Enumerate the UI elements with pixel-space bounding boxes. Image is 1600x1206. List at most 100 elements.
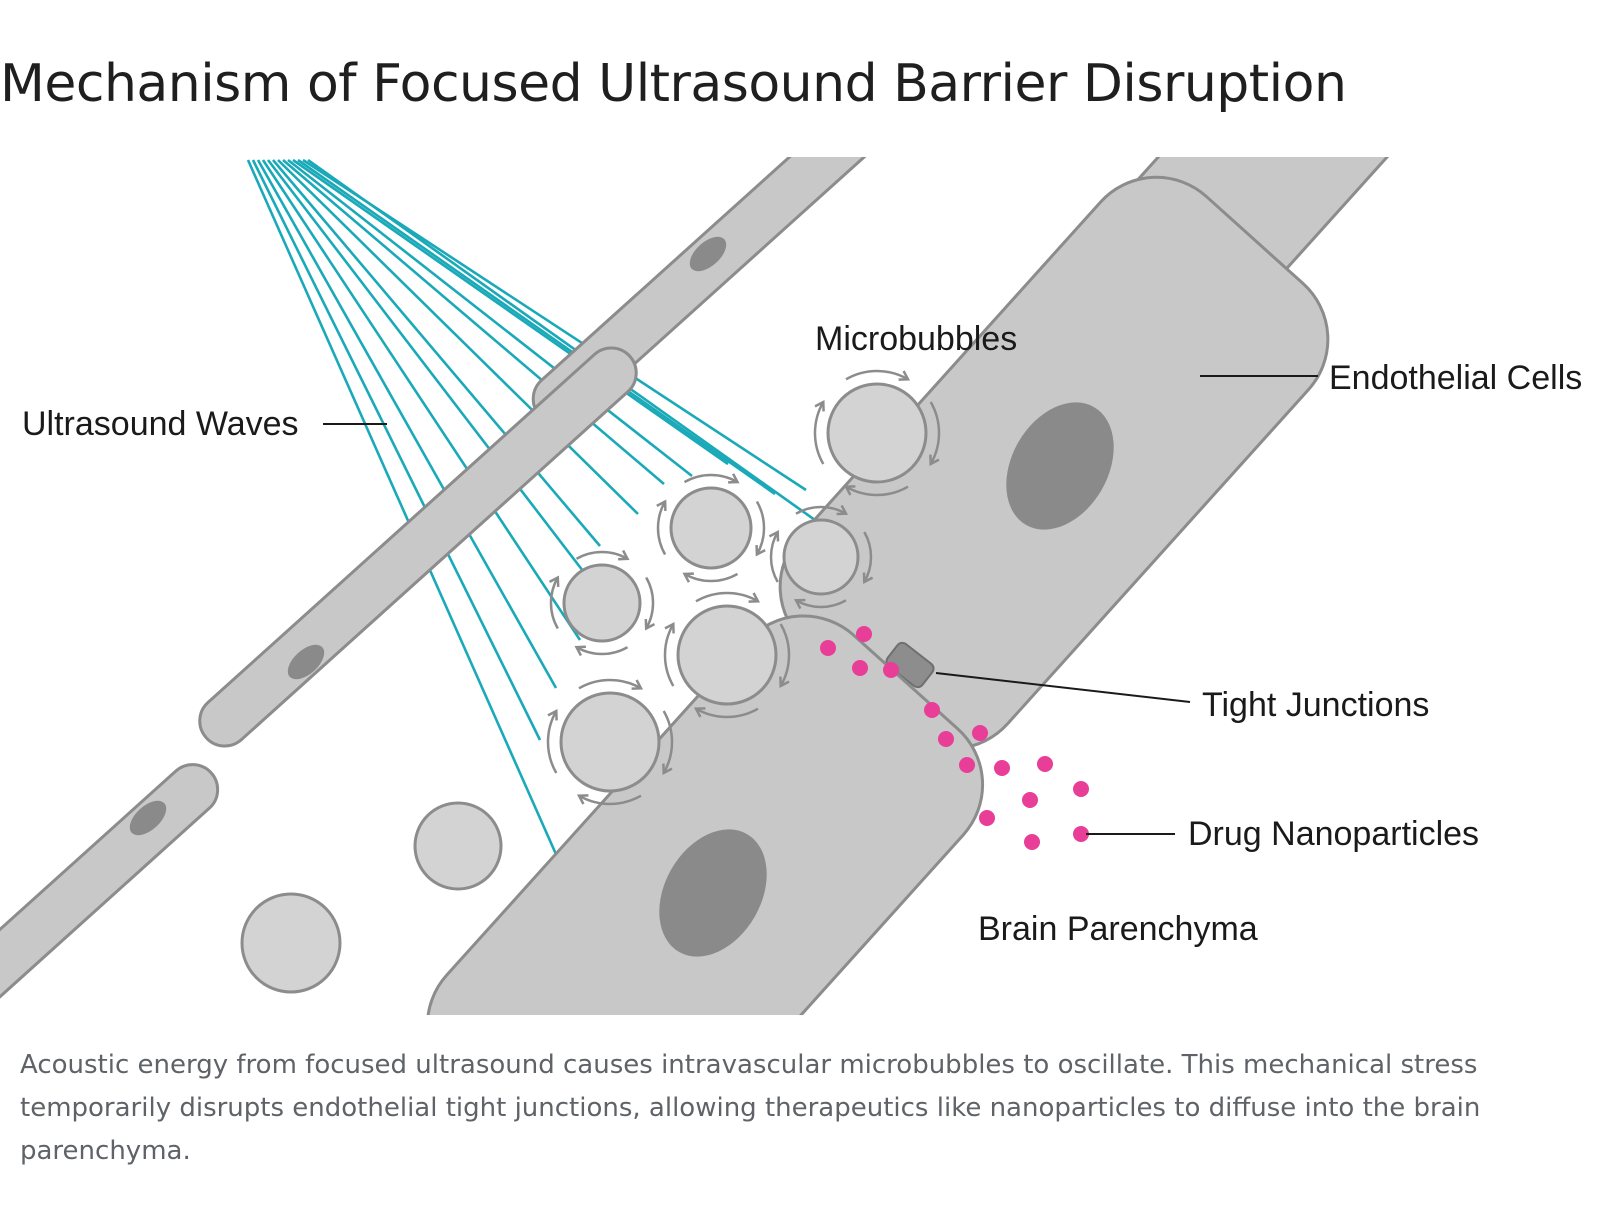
microbubble [240, 892, 342, 994]
ultrasound-wave-line [261, 159, 582, 641]
ultrasound-wave-line [272, 159, 601, 547]
oscillation-arrow [845, 369, 909, 381]
capillary-segment-bottom [0, 763, 220, 1015]
oscillation-arrow-head [768, 529, 780, 542]
drug-nanoparticle [938, 731, 954, 747]
page-title: Mechanism of Focused Ultrasound Barrier … [0, 54, 1347, 114]
oscillation-arrow [929, 401, 941, 465]
oscillation-arrow [578, 678, 642, 690]
oscillation-arrow-head [728, 473, 740, 484]
microbubble-circle [676, 604, 778, 706]
oscillation-arrow-head [693, 707, 706, 718]
endothelial-nucleus [659, 829, 767, 957]
microbubble-circle [669, 486, 753, 570]
oscillation-arrow-head [662, 763, 673, 776]
microbubble [548, 549, 656, 657]
drug-nanoparticle [1073, 781, 1089, 797]
endothelial-cells [425, 157, 1451, 1015]
capillary-nucleus [129, 800, 167, 836]
tight-junction-upper [885, 641, 935, 689]
oscillation-arrow [695, 591, 759, 603]
drug-nanoparticle [1073, 826, 1089, 842]
drug-nanoparticle [1037, 756, 1053, 772]
microbubble [813, 369, 941, 497]
microbubble-circle [782, 518, 860, 596]
drug-nanoparticle [994, 760, 1010, 776]
ultrasound-wave-line [256, 159, 558, 689]
microbubble [768, 504, 874, 610]
ultrasound-wave-line [277, 159, 639, 515]
drug-nanoparticle [883, 662, 899, 678]
oscillation-arrow-head [618, 549, 630, 561]
ultrasound-wave-line [246, 159, 565, 871]
oscillation-arrow [575, 550, 629, 560]
label-brain-parenchyma: Brain Parenchyma [978, 910, 1258, 948]
oscillation-arrow-head [843, 485, 856, 496]
drug-nanoparticle [852, 660, 868, 676]
drug-nanoparticle [959, 757, 975, 773]
ultrasound-wave-line [251, 159, 542, 741]
oscillation-arrow-head [814, 399, 825, 412]
oscillation-arrow [575, 646, 629, 656]
oscillation-arrow [795, 599, 847, 609]
ultrasound-wave-fan [246, 158, 861, 871]
oscillation-arrow-head [656, 499, 667, 511]
microbubble-circle [413, 801, 503, 891]
oscillation-arrow [656, 500, 667, 556]
microbubble-circle [826, 382, 928, 484]
drug-nanoparticle [1022, 792, 1038, 808]
oscillation-arrow-head [644, 619, 656, 631]
microbubble-circle [240, 892, 342, 994]
oscillation-arrow-head [793, 598, 806, 610]
drug-nanoparticle [979, 810, 995, 826]
oscillation-arrow [795, 505, 847, 515]
oscillation-arrow-head [548, 575, 560, 587]
oscillation-arrow [683, 572, 739, 583]
drug-nanoparticles-group [820, 626, 1089, 850]
oscillation-arrow [779, 623, 791, 687]
oscillation-arrow [845, 485, 909, 497]
microbubble [663, 591, 791, 719]
ultrasound-wave-line [287, 158, 693, 478]
drug-nanoparticle [972, 725, 988, 741]
oscillation-arrow [645, 576, 655, 630]
oscillation-arrow-head [755, 545, 766, 557]
ultrasound-wave-line [282, 159, 665, 485]
drug-nanoparticle [924, 702, 940, 718]
oscillation-arrow [813, 401, 825, 465]
oscillation-arrow-head [929, 454, 940, 467]
oscillation-arrow [578, 794, 642, 806]
oscillation-arrow-head [574, 645, 586, 657]
microbubble-circle [562, 563, 642, 643]
drug-nanoparticle [856, 626, 872, 642]
oscillation-arrow-head [631, 679, 644, 690]
microbubble [413, 801, 503, 891]
oscillation-arrow-head [779, 676, 790, 689]
label-endothelial-cells: Endothelial Cells [1329, 359, 1582, 397]
oscillation-arrow [863, 531, 873, 583]
microbubble [656, 473, 766, 583]
oscillation-arrow [663, 623, 675, 687]
figure-caption: Acoustic energy from focused ultrasound … [20, 1050, 1481, 1166]
oscillation-arrow [755, 500, 766, 556]
capillary-wall-left [0, 157, 905, 1015]
label-ultrasound-waves: Ultrasound Waves [22, 405, 299, 443]
oscillation-arrow [683, 473, 739, 484]
microbubble [546, 678, 674, 806]
leader-tight-junctions [935, 672, 1191, 703]
label-microbubbles: Microbubbles [815, 320, 1017, 358]
ultrasound-wave-line [266, 159, 598, 589]
oscillation-arrow-head [836, 504, 849, 516]
drug-nanoparticle [820, 640, 836, 656]
oscillation-arrow [662, 710, 674, 774]
microbubble-circle [559, 691, 661, 793]
oscillation-arrow-head [576, 794, 589, 805]
oscillation-arrow [769, 531, 779, 583]
capillary-nucleus [689, 236, 727, 272]
endothelial-nucleus [1006, 402, 1114, 530]
drug-nanoparticle [1024, 834, 1040, 850]
label-tight-junctions: Tight Junctions [1202, 686, 1429, 724]
capillary-nucleus [287, 644, 325, 680]
capillary-segment-middle [198, 346, 638, 748]
label-drug-nanoparticles: Drug Nanoparticles [1188, 815, 1479, 853]
